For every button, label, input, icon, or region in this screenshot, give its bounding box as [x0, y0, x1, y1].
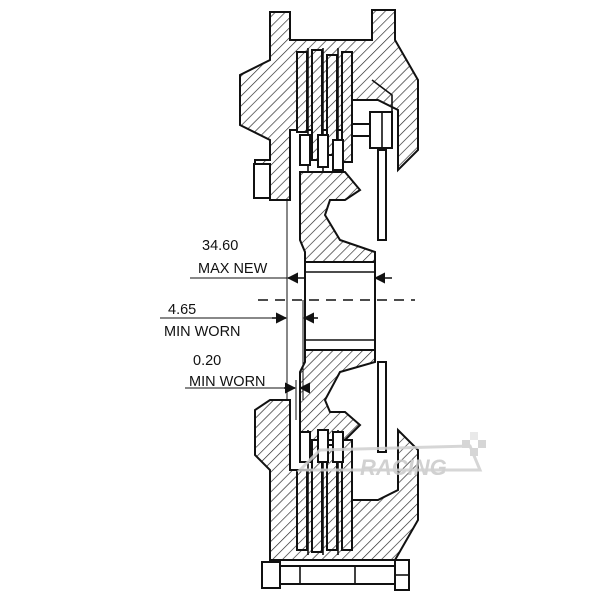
upper-friction-plates	[296, 48, 353, 175]
watermark-logo: RACING	[296, 432, 486, 480]
dim-2-value: 4.65	[168, 302, 196, 318]
dimension-lines	[160, 200, 392, 420]
lower-friction-plates	[296, 361, 387, 555]
dim-3-value: 0.20	[193, 353, 221, 369]
upper-rivet	[351, 79, 393, 241]
center-hub	[299, 171, 376, 441]
dim-3-label: MIN WORN	[189, 374, 266, 390]
dim-1-value: 34.60	[202, 238, 238, 254]
dim-2-label: MIN WORN	[164, 324, 241, 340]
dim-1-label: MAX NEW	[198, 261, 268, 277]
bottom-bolt	[261, 559, 410, 591]
watermark-text: RACING	[360, 455, 447, 480]
